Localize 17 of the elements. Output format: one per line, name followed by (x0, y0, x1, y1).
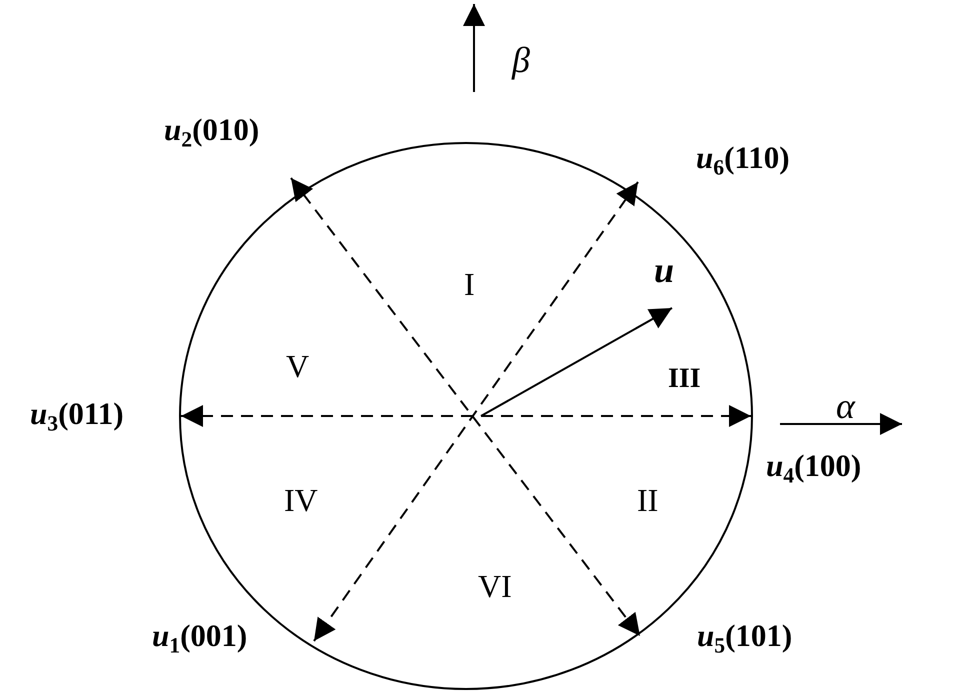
axis-label: β (512, 42, 530, 78)
vector-arrow (480, 307, 672, 417)
vector-label: u$_{2}$(010) (164, 114, 260, 152)
vector-label: u (654, 252, 674, 288)
sector-label: V (286, 350, 310, 382)
vector-label: u$_{6}$(110) (696, 142, 790, 180)
vector-label: u$_{1}$(001) (152, 620, 248, 658)
sector-label: IV (284, 484, 318, 516)
sector-label: VI (478, 570, 512, 602)
axis-label: α (836, 388, 855, 424)
vector-label: u$_{4}$(100) (766, 450, 862, 488)
vector-label: u$_{3}$(011) (30, 398, 124, 436)
sector-label: I (464, 268, 475, 300)
sector-label: III (668, 365, 701, 393)
vector-arrow (181, 405, 751, 427)
vector-label: u$_{5}$(101) (697, 620, 792, 658)
sector-label: II (637, 484, 658, 516)
